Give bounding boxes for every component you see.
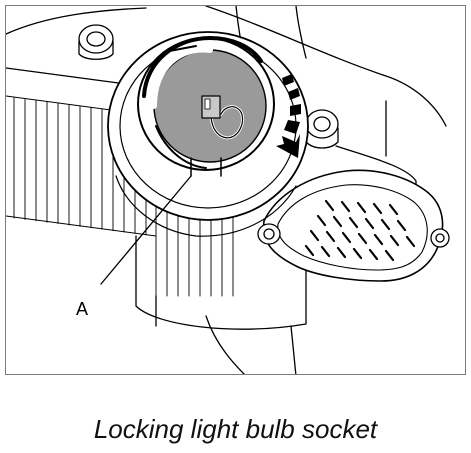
connector-pin [405, 235, 416, 248]
bulb-socket-cap [137, 36, 275, 177]
connector-pin [373, 233, 384, 246]
connector-pin [316, 214, 327, 227]
connector-pin [320, 245, 331, 258]
technical-illustration: A [5, 5, 466, 375]
connector-pin [332, 215, 343, 228]
connector-pin [364, 217, 375, 230]
connector-pin [304, 244, 315, 257]
connector-pin [388, 203, 399, 216]
connector-pin [336, 246, 347, 259]
connector-pin [325, 230, 336, 243]
callout-leader-line [100, 175, 192, 285]
electrical-connector [257, 169, 450, 282]
callout-label-a: A [76, 299, 89, 319]
connector-pin [356, 201, 367, 214]
housing-top-contour [6, 7, 147, 35]
connector-pin [384, 249, 395, 262]
connector-pin [357, 232, 368, 245]
headlamp-housing-drawing [6, 6, 450, 374]
connector-pin [324, 199, 335, 212]
curved-arrow-clockwise-icon [276, 74, 301, 158]
housing-back-edge [6, 67, 127, 85]
connector-pin [348, 216, 359, 229]
connector-pin [352, 247, 363, 260]
connector-pin [309, 229, 320, 242]
connector-pin [341, 231, 352, 244]
connector-pin [372, 202, 383, 215]
figure-caption: Locking light bulb socket [93, 414, 378, 444]
connector-pin [368, 248, 379, 261]
connector-pin [380, 218, 391, 231]
mounting-boss-right [305, 109, 339, 149]
connector-pin [396, 219, 407, 232]
connector-pin [389, 234, 400, 247]
mounting-boss-left [78, 24, 114, 60]
connector-pin [340, 200, 351, 213]
housing-upper-rim [205, 6, 447, 127]
